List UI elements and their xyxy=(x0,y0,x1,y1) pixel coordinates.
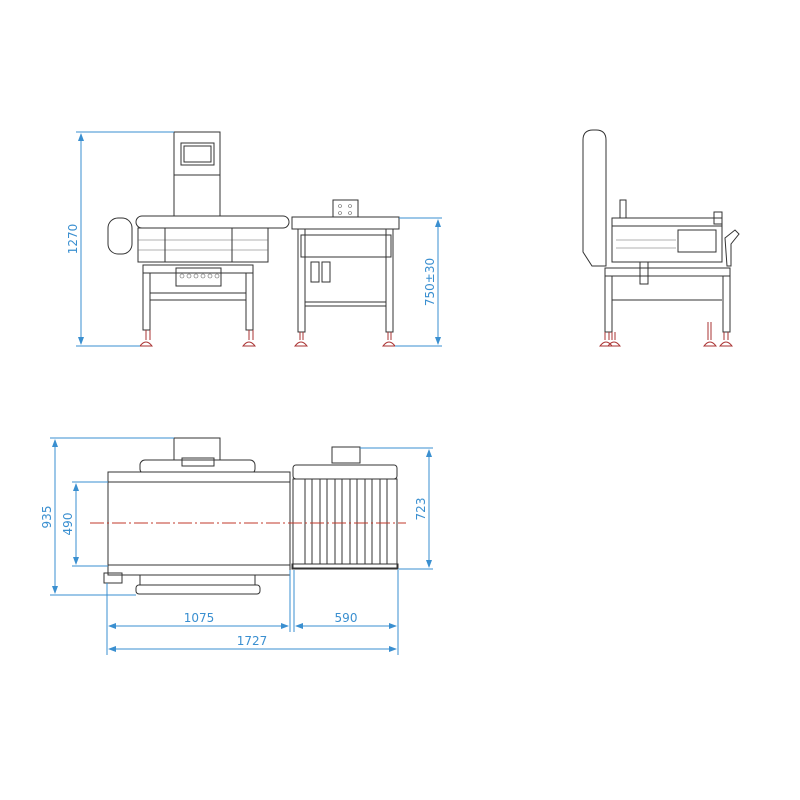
column-top xyxy=(173,437,221,461)
label-1270: 1270 xyxy=(66,224,80,255)
side-column xyxy=(582,129,607,267)
reject-roller-table xyxy=(291,216,400,230)
dim-overall-width: 935 xyxy=(40,437,174,596)
dim-belt-width: 490 xyxy=(61,481,108,567)
label-490: 490 xyxy=(61,513,75,536)
label-1075: 1075 xyxy=(184,611,215,625)
leveling-feet xyxy=(138,330,397,347)
scale-base xyxy=(135,584,261,595)
label-590: 590 xyxy=(335,611,358,625)
dim-lengths: 1075 590 1727 xyxy=(106,570,399,655)
dim-reject-width: 723 xyxy=(360,447,433,570)
mounting-plate xyxy=(332,199,359,219)
side-view xyxy=(582,129,740,347)
top-view xyxy=(90,437,406,595)
dim-conveyor-height: 750±30 xyxy=(395,217,442,347)
label-1727: 1727 xyxy=(237,634,268,648)
label-723: 723 xyxy=(414,498,428,521)
front-view xyxy=(107,131,400,347)
belt-top xyxy=(107,481,291,568)
label-750: 750±30 xyxy=(423,258,437,306)
conveyor-belt xyxy=(135,215,290,229)
touch-screen xyxy=(180,142,215,166)
dim-overall-height: 1270 xyxy=(66,131,174,347)
motor xyxy=(107,217,133,255)
label-935: 935 xyxy=(40,506,54,529)
